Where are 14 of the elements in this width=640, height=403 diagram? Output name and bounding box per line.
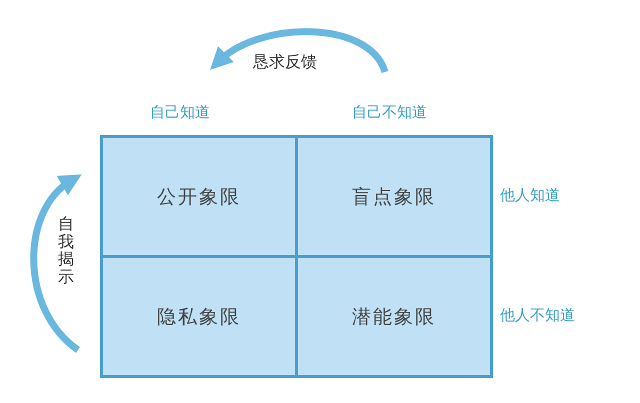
row-header: 他人知道 <box>500 186 560 205</box>
arrow-label: 自我揭示 <box>58 215 74 286</box>
quadrant-label: 潜能象限 <box>352 304 436 330</box>
quadrant-box <box>295 135 493 258</box>
quadrant-label: 公开象限 <box>157 184 241 210</box>
arrow-label: 恳求反馈 <box>253 52 317 73</box>
quadrant-label: 隐私象限 <box>157 304 241 330</box>
quadrant-box <box>100 135 298 258</box>
column-header: 自己知道 <box>150 103 210 122</box>
quadrant-box <box>295 255 493 378</box>
quadrant-box <box>100 255 298 378</box>
quadrant-label: 盲点象限 <box>352 184 436 210</box>
row-header: 他人不知道 <box>500 306 575 325</box>
column-header: 自己不知道 <box>352 103 427 122</box>
